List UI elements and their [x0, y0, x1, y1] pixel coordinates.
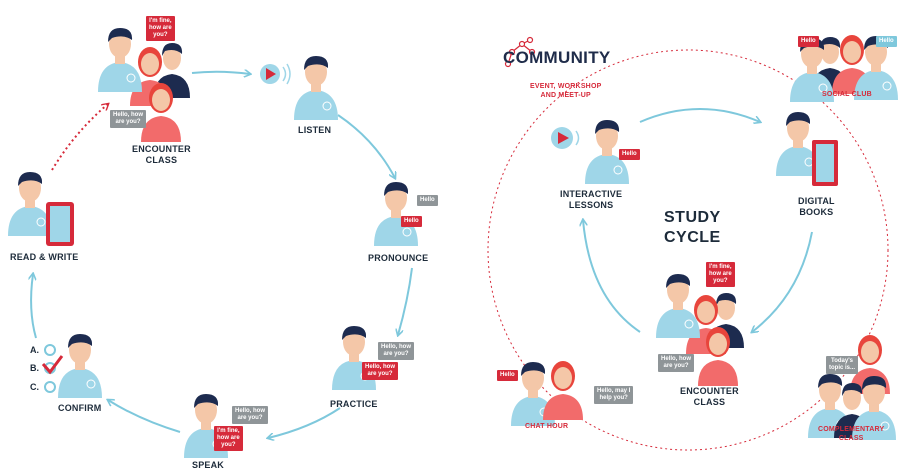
bubble-hello-how-speak: Hello, how are you?: [232, 406, 268, 424]
option-c: C.: [30, 382, 39, 392]
label-encounter-class-right: ENCOUNTER CLASS: [680, 386, 739, 407]
pronounce-person: [373, 181, 419, 247]
label-digital-books: DIGITAL BOOKS: [798, 196, 835, 217]
arrow-read-write-to-encounter: [51, 104, 108, 171]
right-cycle: [487, 35, 899, 451]
check-icon: [41, 355, 64, 375]
community-network-icon: [504, 36, 536, 68]
bubble-hello-chat: Hello: [497, 370, 518, 381]
arrow-listen-to-pronounce: [337, 114, 395, 178]
bubble-hello-gray-pronounce: Hello: [417, 195, 438, 206]
arrow-confirm-to-read-write: [31, 274, 37, 339]
label-study-cycle: STUDY CYCLE: [664, 209, 721, 246]
bubble-hello-how-practice-red: Hello, how are you?: [362, 362, 398, 380]
arrow-practice-to-speak: [268, 407, 341, 438]
label-confirm: CONFIRM: [58, 403, 102, 413]
book-icon: [812, 140, 838, 186]
bubble-hello-how-right: Hello, how are you?: [658, 354, 694, 372]
label-encounter-class: ENCOUNTER CLASS: [132, 144, 191, 165]
bubble-hello-lessons: Hello: [619, 149, 640, 160]
label-listen: LISTEN: [298, 125, 332, 135]
listen-person: [293, 55, 339, 121]
tablet-icon: [46, 202, 74, 246]
bubble-im-fine-1: I'm fine, how are you?: [146, 16, 175, 41]
arrow-books-to-encounter: [752, 231, 813, 332]
bubble-im-fine-right: I'm fine, how are you?: [706, 262, 735, 287]
bubble-hello-social-gray: Hello: [876, 36, 897, 47]
label-social-club: SOCIAL CLUB: [822, 91, 872, 98]
label-read-write: READ & WRITE: [10, 252, 79, 262]
practice-person: [331, 325, 377, 391]
bubble-hello-how-practice: Hello, how are you?: [378, 342, 414, 360]
community-logo: COMMUNITY: [503, 48, 611, 67]
play-icon: [260, 63, 291, 85]
confirm-person: [57, 333, 103, 399]
arrow-encounter-to-listen: [191, 72, 250, 74]
label-complementary-class: COMPLEMENTARY CLASS: [818, 426, 885, 442]
read-write-person: [7, 171, 53, 237]
option-b: B.: [30, 363, 39, 373]
play-icon-right: [551, 127, 580, 149]
community-circle: [487, 49, 889, 451]
bubble-hello-how-1: Hello, how are you?: [110, 110, 146, 128]
label-community-sub: EVENT, WORKSHOP AND MEET-UP: [530, 83, 602, 99]
label-interactive-lessons: INTERACTIVE LESSONS: [560, 189, 623, 210]
arrow-lessons-to-books: [639, 108, 760, 122]
label-speak: SPEAK: [192, 460, 225, 470]
confirm-checklist: [41, 344, 64, 393]
label-chat-hour: CHAT HOUR: [525, 423, 569, 430]
bubble-im-fine-speak: I'm fine, how are you?: [214, 426, 243, 451]
label-pronounce: PRONOUNCE: [368, 253, 429, 263]
bubble-hello-red-pronounce: Hello: [401, 216, 422, 227]
arrow-speak-to-confirm: [108, 400, 181, 433]
arrow-pronounce-to-practice: [398, 267, 413, 335]
bubble-todays-topic: Today's topic is...: [826, 356, 859, 374]
arrow-encounter-to-lessons: [583, 220, 641, 333]
left-cycle: [7, 27, 419, 459]
bubble-hello-social-red: Hello: [798, 36, 819, 47]
bubble-hello-may: Hello, may I help you?: [594, 386, 634, 404]
label-practice: PRACTICE: [330, 399, 378, 409]
chat-hour-figures: [510, 361, 583, 427]
option-a: A.: [30, 345, 39, 355]
